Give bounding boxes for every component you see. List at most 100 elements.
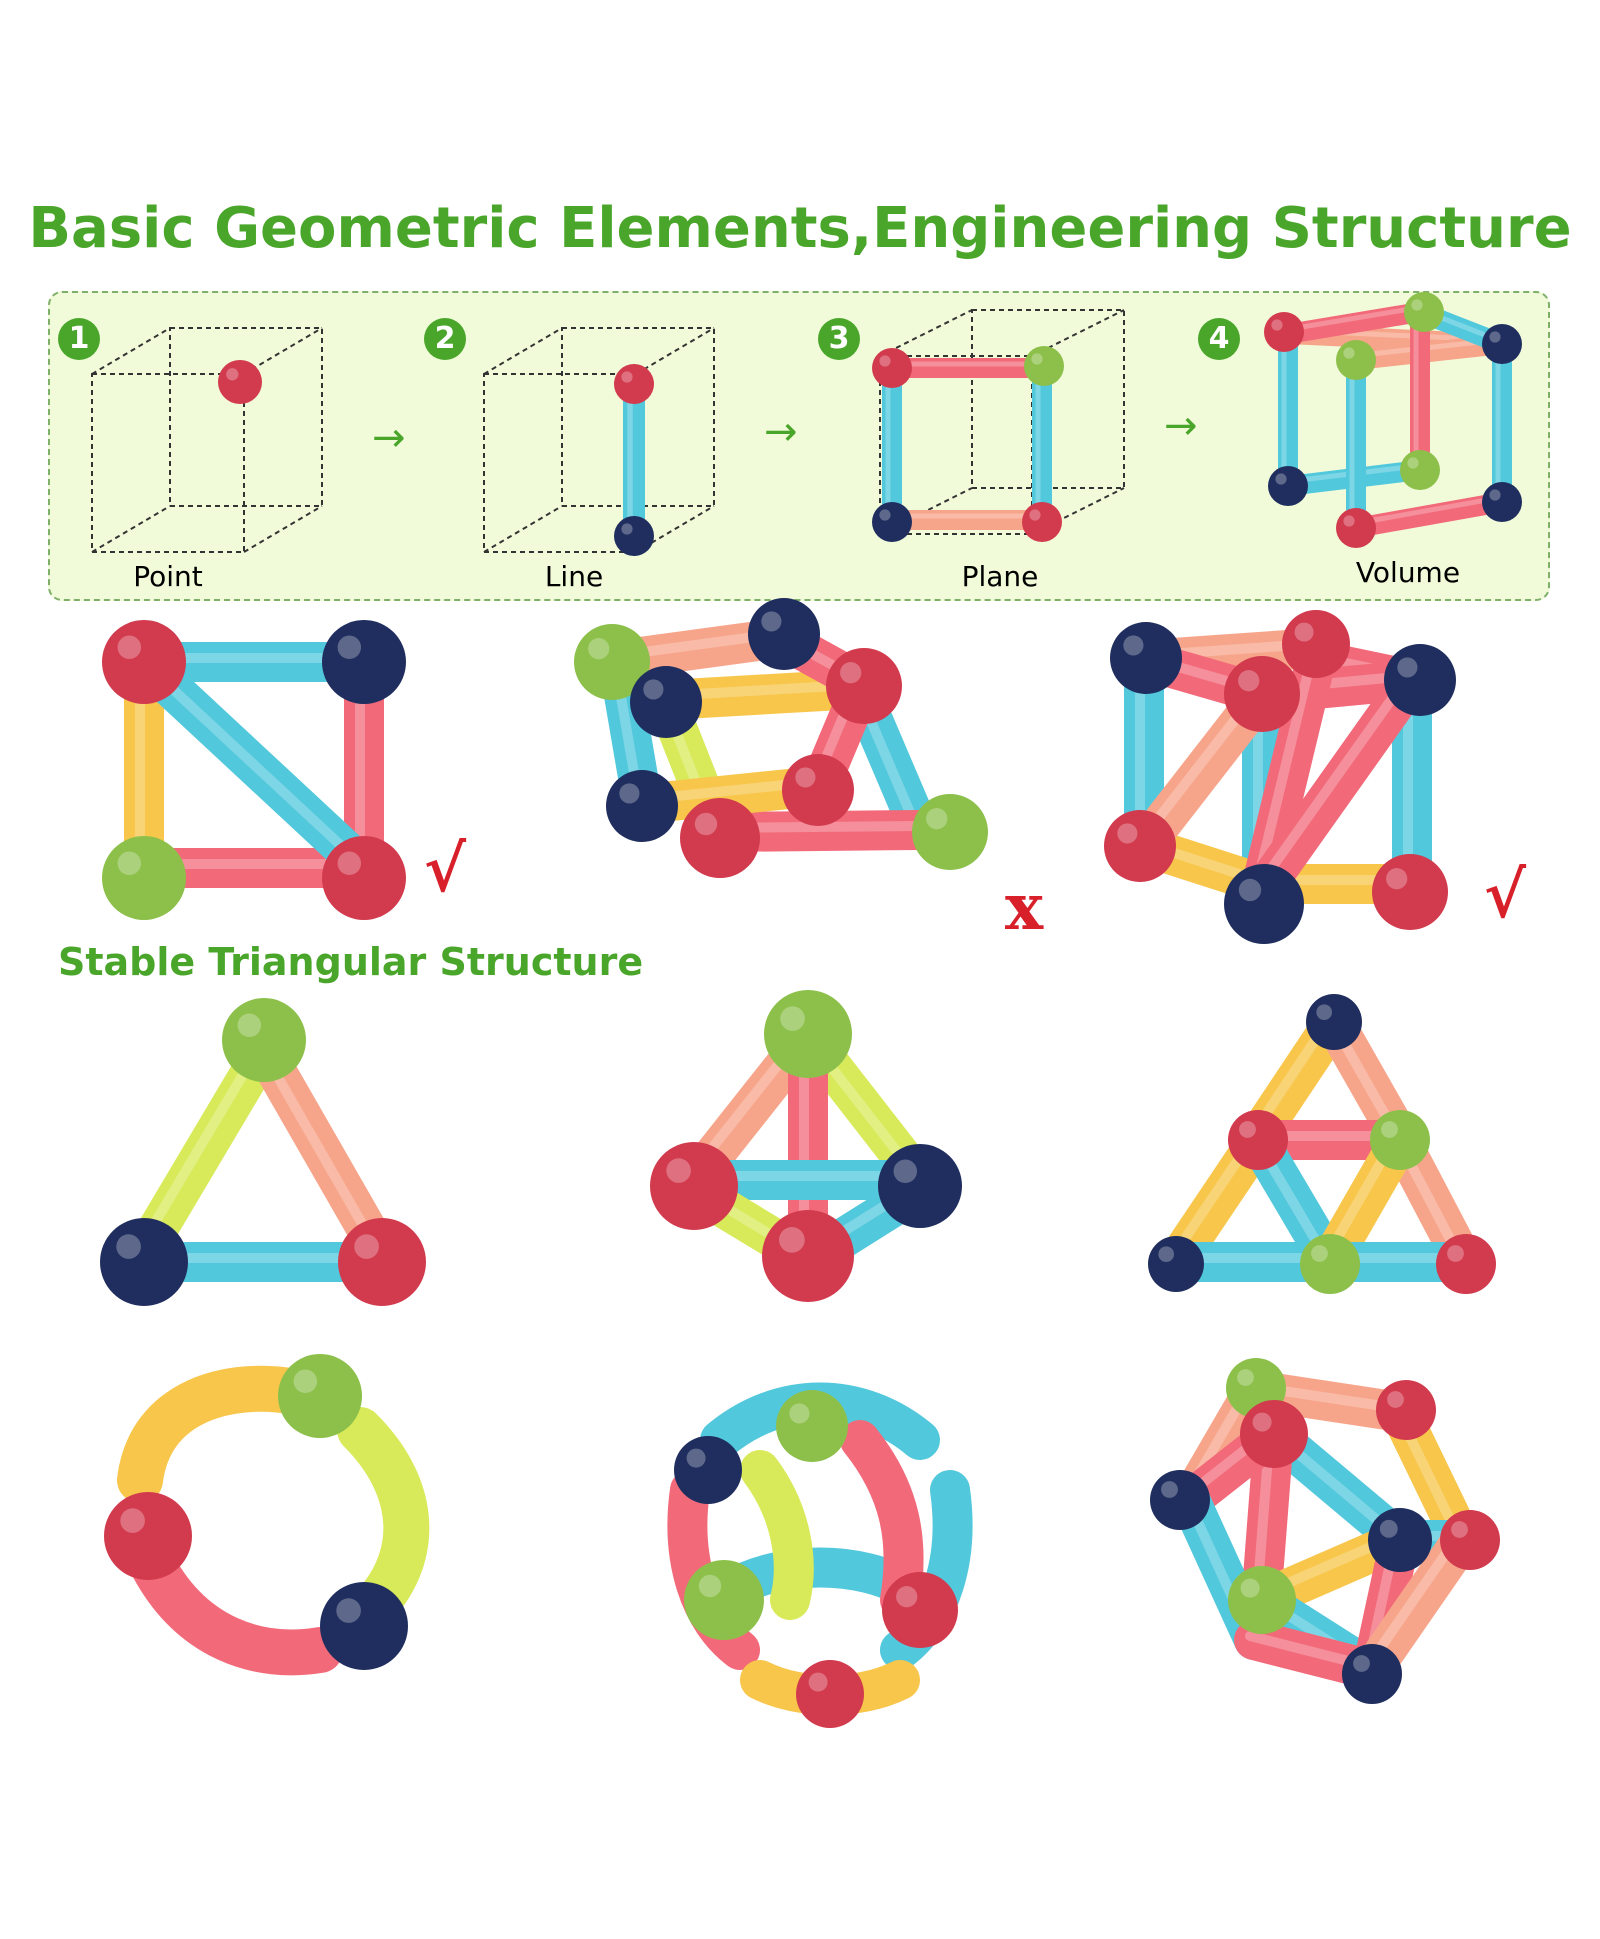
- step-label-point: Point: [133, 560, 203, 593]
- magnet-ball: [1482, 324, 1522, 364]
- magnet-ball: [1306, 994, 1362, 1050]
- rod-highlight: [255, 1041, 381, 1253]
- dashed-cube-front: [483, 373, 637, 553]
- check-mark-icon: √: [424, 832, 467, 907]
- magnet-ball: [574, 624, 650, 700]
- ball-highlight: [1237, 1369, 1254, 1386]
- magnet-ball: [1110, 622, 1182, 694]
- magnet-ball: [872, 348, 912, 388]
- stable-structure-label: Stable Triangular Structure: [58, 940, 644, 984]
- magnet-ball: [1264, 312, 1304, 352]
- magnet-ball: [630, 666, 702, 738]
- ball-highlight: [1031, 353, 1043, 365]
- ball-highlight: [1379, 1519, 1398, 1538]
- magnet-rod: [1250, 660, 1432, 900]
- ball-highlight: [1238, 670, 1260, 692]
- ball-highlight: [117, 635, 142, 660]
- magnet-ball: [1300, 1234, 1360, 1294]
- magnet-ball: [650, 1142, 738, 1230]
- ball-highlight: [686, 1448, 706, 1468]
- magnet-ball: [102, 620, 186, 704]
- dashed-cube-edge: [483, 327, 563, 375]
- ball-highlight: [354, 1234, 379, 1259]
- ball-highlight: [621, 371, 633, 383]
- dashed-cube-edge: [483, 505, 563, 553]
- magnet-ball: [1368, 1508, 1432, 1572]
- magnet-ball: [104, 1492, 192, 1580]
- magnet-ball: [614, 516, 654, 556]
- ball-highlight: [698, 1574, 722, 1598]
- ball-highlight: [1353, 1655, 1370, 1672]
- magnet-ball: [680, 798, 760, 878]
- dashed-cube-edge: [635, 505, 715, 553]
- step-label-line: Line: [544, 560, 604, 593]
- curved-magnet-rod: [117, 1365, 319, 1503]
- step-label-volume: Volume: [1355, 556, 1461, 589]
- dashed-cube-front: [879, 355, 1033, 535]
- ball-highlight: [1411, 299, 1423, 311]
- ball-highlight: [1271, 319, 1283, 331]
- magnet-ball: [1370, 1110, 1430, 1170]
- ball-highlight: [1161, 1481, 1178, 1498]
- ball-highlight: [619, 783, 640, 804]
- magnet-ball: [826, 648, 902, 724]
- magnet-ball: [762, 1210, 854, 1302]
- page-title: Basic Geometric Elements,Engineering Str…: [28, 196, 1572, 261]
- dashed-cube-edge: [635, 327, 715, 375]
- ball-highlight: [1343, 347, 1355, 359]
- dashed-cube-back: [169, 327, 323, 507]
- arrow-icon: →: [764, 409, 798, 455]
- magnet-rod: [1346, 492, 1512, 538]
- magnet-ball: [1342, 1644, 1402, 1704]
- ball-highlight: [1489, 331, 1501, 343]
- dashed-cube-front: [91, 373, 245, 553]
- arrow-icon: →: [1164, 403, 1198, 449]
- ball-highlight: [1294, 622, 1314, 642]
- magnet-ball: [1150, 1470, 1210, 1530]
- dashed-cube-edge: [243, 505, 323, 553]
- magnet-ball: [320, 1582, 408, 1670]
- ball-highlight: [588, 638, 610, 660]
- magnet-ball: [1482, 482, 1522, 522]
- ball-highlight: [780, 1006, 805, 1031]
- magnet-ball: [764, 990, 852, 1078]
- ball-highlight: [337, 851, 362, 876]
- ball-highlight: [1387, 1391, 1404, 1408]
- magnet-ball: [338, 1218, 426, 1306]
- magnet-ball: [1436, 1234, 1496, 1294]
- rod-highlight: [1349, 495, 1501, 527]
- ball-highlight: [116, 1234, 141, 1259]
- step-number-3: 3: [818, 318, 860, 360]
- curved-magnet-rod: [127, 1537, 343, 1676]
- magnet-ball: [1024, 346, 1064, 386]
- magnet-ball: [1384, 644, 1456, 716]
- ball-highlight: [1158, 1246, 1175, 1263]
- magnet-ball: [218, 360, 262, 404]
- ball-highlight: [120, 1508, 145, 1533]
- dashed-cube-edge: [91, 327, 171, 375]
- ball-highlight: [1343, 515, 1355, 527]
- magnet-ball: [872, 502, 912, 542]
- magnet-ball: [684, 1560, 764, 1640]
- magnet-ball: [1336, 340, 1376, 380]
- step-number-1: 1: [58, 318, 100, 360]
- magnet-rod: [124, 1030, 284, 1272]
- ball-highlight: [1240, 1578, 1260, 1598]
- ball-highlight: [1316, 1004, 1333, 1021]
- magnet-ball: [882, 1572, 958, 1648]
- rod-highlight: [145, 663, 355, 859]
- magnet-ball: [1268, 466, 1308, 506]
- ball-highlight: [879, 355, 891, 367]
- ball-highlight: [1447, 1245, 1464, 1262]
- ball-highlight: [840, 662, 862, 684]
- dashed-cube-edge: [91, 505, 171, 553]
- ball-highlight: [1239, 1121, 1256, 1138]
- ball-highlight: [666, 1158, 691, 1183]
- magnet-rod: [1278, 302, 1430, 344]
- magnet-ball: [100, 1218, 188, 1306]
- magnet-ball: [606, 770, 678, 842]
- magnet-rod: [134, 652, 374, 878]
- magnet-ball: [1376, 1380, 1436, 1440]
- ball-highlight: [795, 767, 816, 788]
